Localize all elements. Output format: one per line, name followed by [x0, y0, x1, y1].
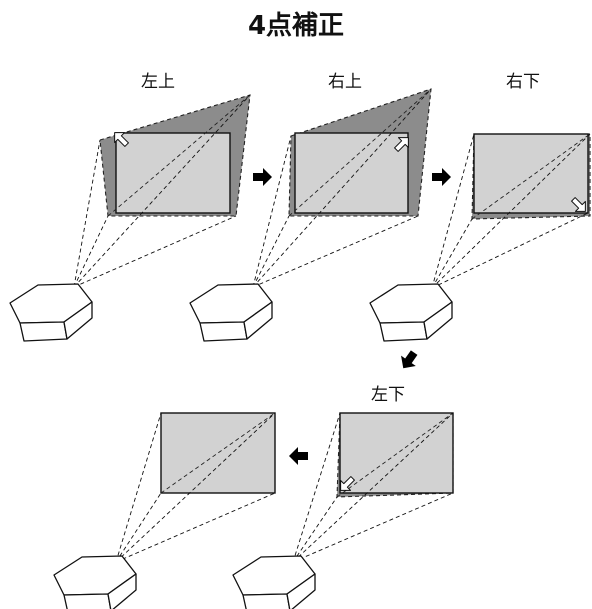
step-label-bottom-right: 右下: [506, 72, 540, 92]
screen-diagonal: [336, 412, 454, 498]
projection-rays: [115, 412, 276, 563]
corrected-screen: [294, 132, 409, 214]
arrow-cursor-icon: [340, 476, 355, 491]
arrow-icon: [253, 168, 272, 186]
projector-icon: [232, 555, 316, 609]
corrected-screen: [160, 412, 276, 494]
screen-diagonal: [288, 88, 432, 217]
projection-rays: [73, 94, 251, 288]
arrow-cursor-icon: [571, 197, 586, 212]
screen-diagonal: [107, 94, 251, 217]
arrow-icon: [289, 447, 308, 465]
arrow-icon: [432, 168, 451, 186]
corrected-screen: [115, 132, 231, 214]
corrected-screen: [473, 133, 589, 214]
panel-bottom-right: [369, 133, 591, 342]
panel-result: [53, 412, 276, 609]
panel-top-right: [189, 88, 432, 342]
projector-icon: [53, 555, 137, 609]
projector-icon: [369, 283, 453, 342]
arrow-icon: [401, 350, 418, 369]
screen-diagonal: [471, 133, 591, 220]
projection-rays: [431, 133, 591, 289]
projection-rays: [292, 412, 454, 563]
step-label-bottom-left: 左下: [371, 385, 405, 405]
projector-icon: [9, 283, 93, 342]
step-label-top-right: 右上: [328, 72, 362, 92]
panel-top-left: [9, 94, 251, 342]
diagram-title: 4点補正: [248, 10, 344, 41]
panel-bottom-left: [232, 412, 454, 609]
arrow-cursor-icon: [114, 132, 129, 147]
projection-rays: [252, 88, 432, 288]
screen-diagonal: [160, 412, 276, 494]
projector-icon: [189, 283, 273, 342]
step-label-top-left: 左上: [141, 72, 175, 92]
arrow-cursor-icon: [394, 137, 409, 152]
